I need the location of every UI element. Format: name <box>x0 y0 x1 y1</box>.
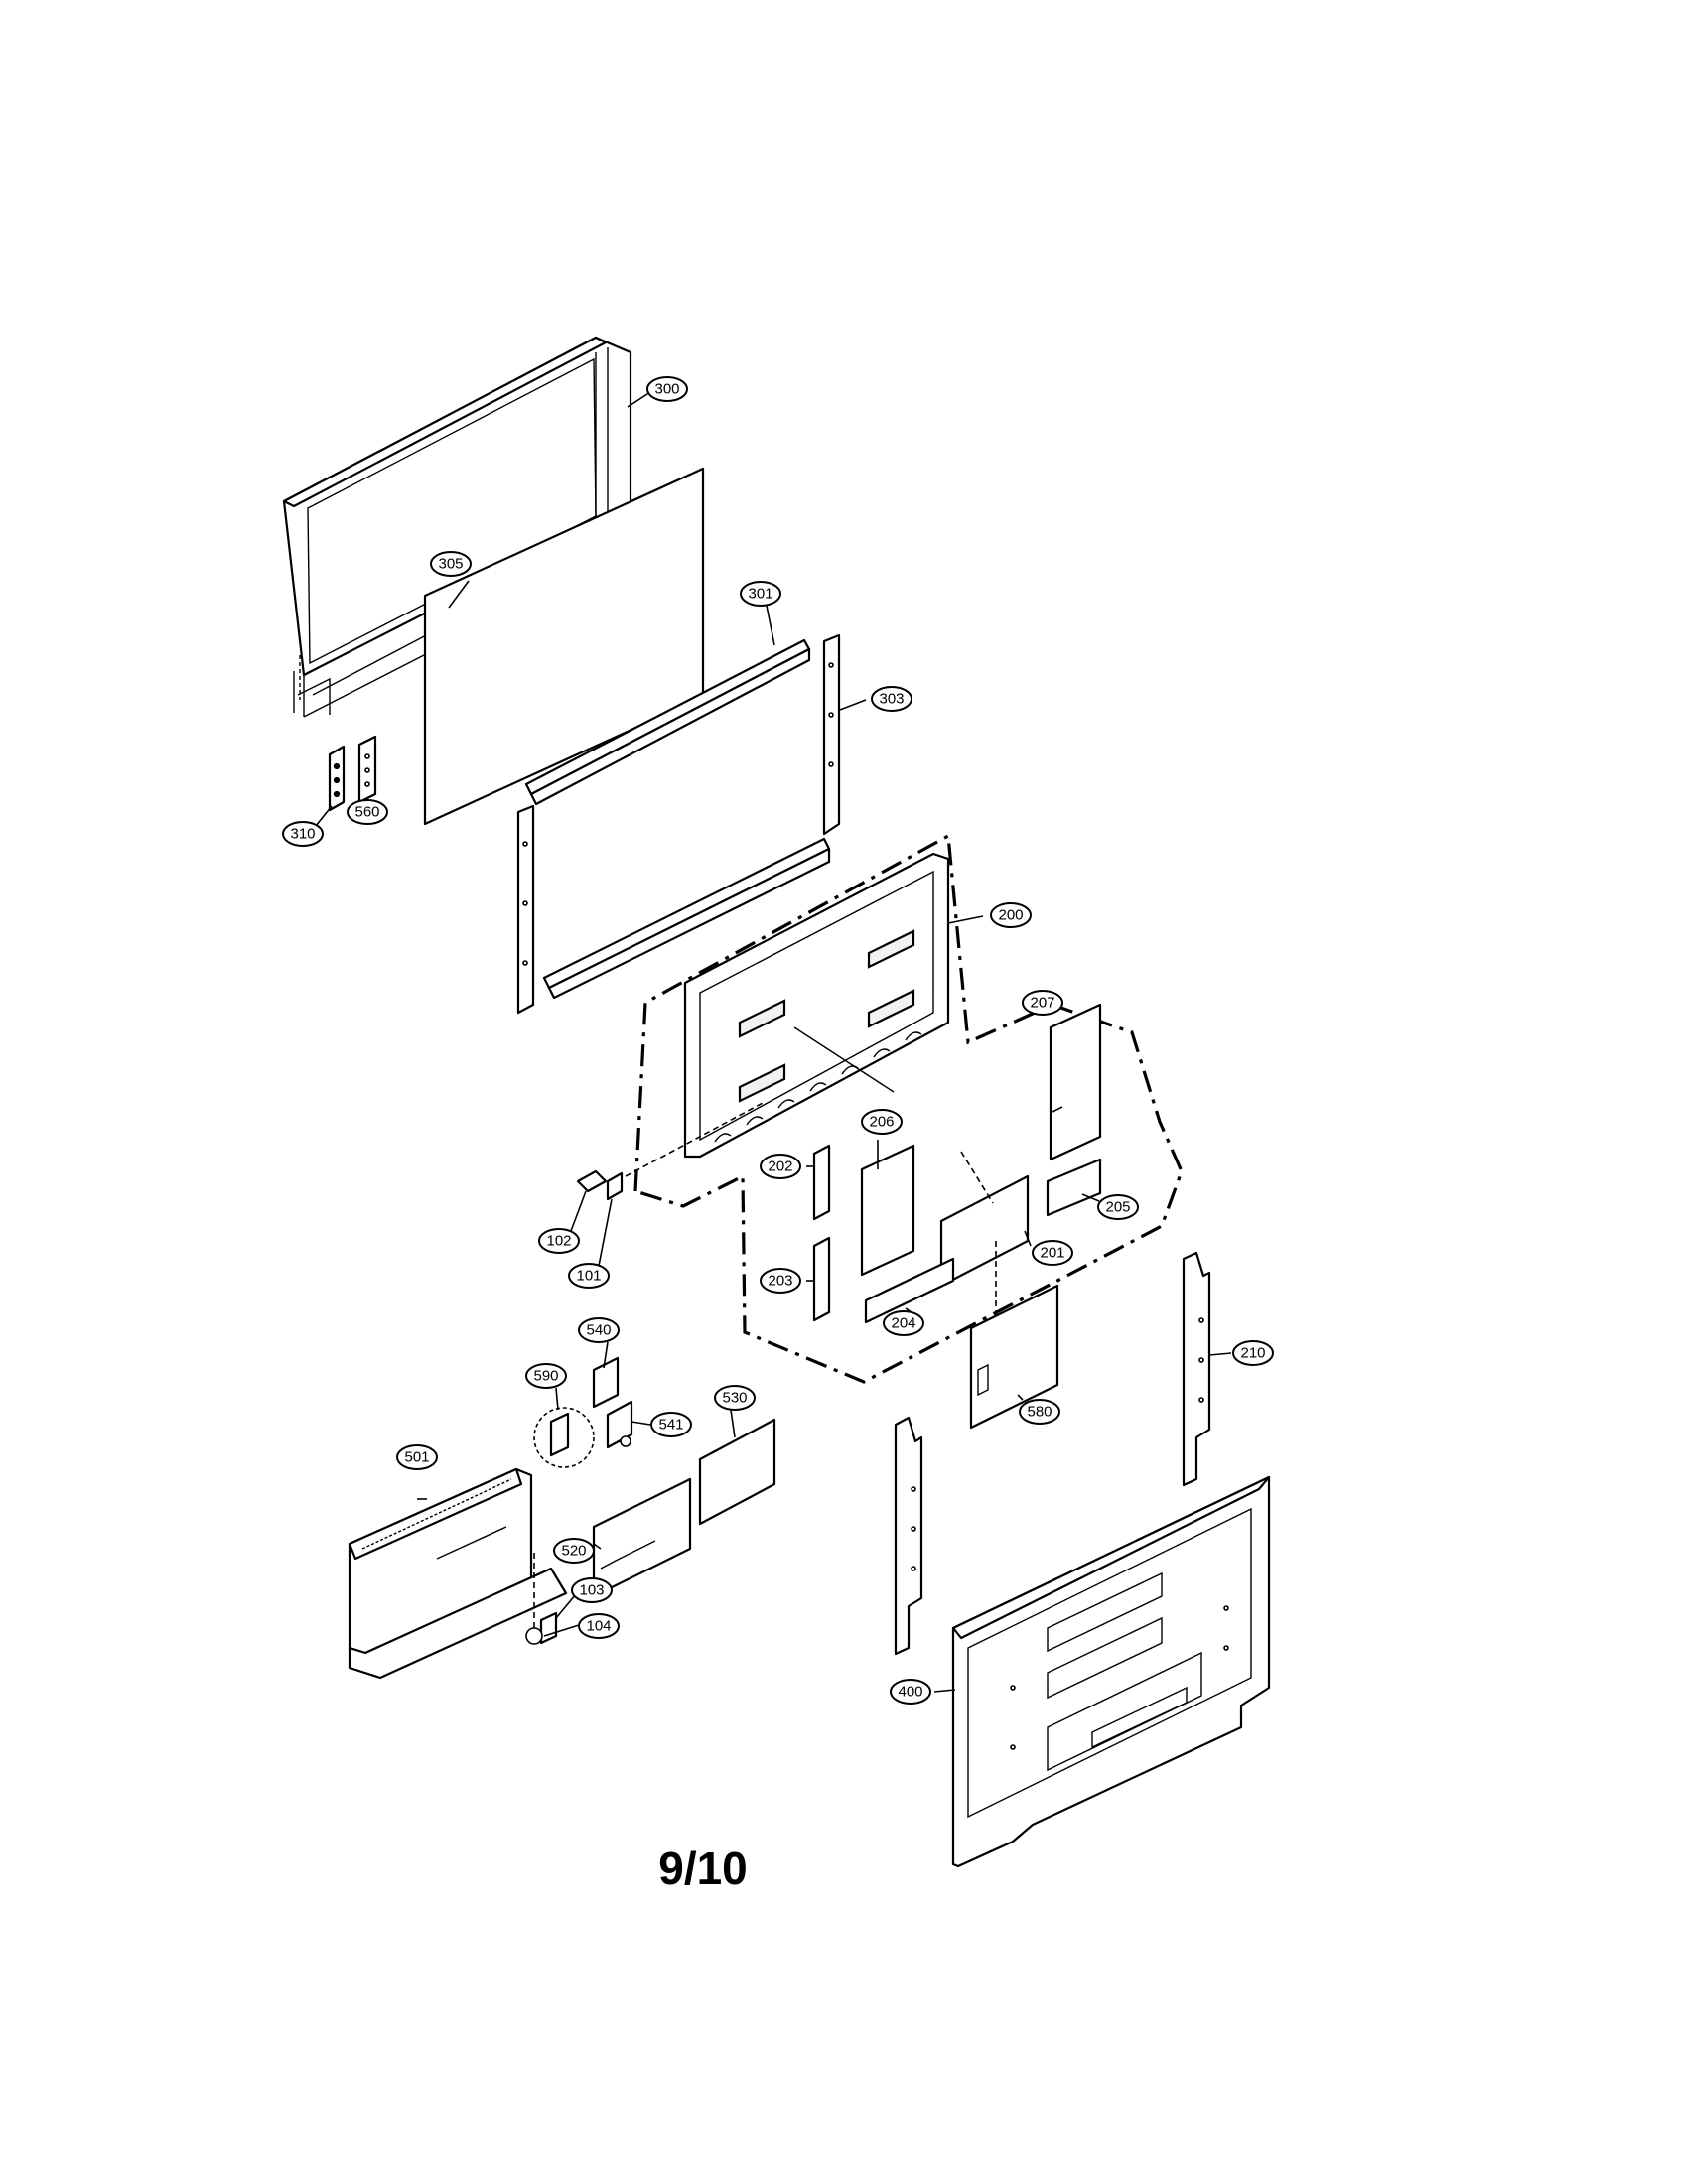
part-205-board <box>1046 1158 1102 1217</box>
part-stand-bracket-left <box>894 1416 923 1656</box>
callout-520: 520 <box>553 1538 595 1564</box>
svg-text:501: 501 <box>404 1449 429 1466</box>
callout-204: 204 <box>883 1310 924 1336</box>
part-103-part <box>539 1611 558 1645</box>
callout-203: 203 <box>760 1268 801 1294</box>
callout-206: 206 <box>861 1109 903 1135</box>
svg-text:103: 103 <box>579 1582 604 1599</box>
callout-210: 210 <box>1232 1340 1274 1366</box>
callout-202: 202 <box>760 1154 801 1179</box>
connector-line <box>960 1151 994 1204</box>
part-203-bracket <box>812 1236 831 1322</box>
page-number: 9/10 <box>658 1843 748 1894</box>
callout-104: 104 <box>578 1613 620 1639</box>
part-210-stand-bracket <box>1182 1251 1211 1487</box>
part-207-board <box>1049 1003 1102 1161</box>
callout-501: 501 <box>396 1444 438 1470</box>
svg-text:540: 540 <box>586 1322 611 1339</box>
svg-text:204: 204 <box>891 1315 915 1332</box>
part-310-bracket <box>328 745 346 812</box>
svg-text:541: 541 <box>658 1417 683 1433</box>
part-560-bracket <box>357 735 377 804</box>
callout-541: 541 <box>650 1412 692 1437</box>
part-300-front-frame <box>282 336 632 718</box>
part-400-back-cover <box>951 1475 1271 1868</box>
part-303-side-brackets <box>516 633 841 1015</box>
callout-103: 103 <box>571 1577 613 1603</box>
callout-101: 101 <box>568 1263 610 1289</box>
svg-text:207: 207 <box>1030 995 1054 1012</box>
part-101-clip <box>606 1101 766 1201</box>
svg-text:104: 104 <box>586 1618 611 1635</box>
callout-205: 205 <box>1097 1194 1139 1220</box>
callout-102: 102 <box>538 1228 580 1254</box>
callout-300: 300 <box>646 376 688 402</box>
part-301-rails <box>524 638 831 1000</box>
leader-lines <box>315 391 1232 1693</box>
svg-text:205: 205 <box>1105 1199 1130 1216</box>
part-501-bottom-cover <box>348 1467 568 1680</box>
svg-text:400: 400 <box>898 1684 922 1701</box>
part-590-detail <box>533 1407 595 1468</box>
svg-text:580: 580 <box>1027 1404 1052 1421</box>
callout-207: 207 <box>1022 990 1063 1016</box>
callout-200: 200 <box>990 902 1032 928</box>
part-540-module <box>592 1356 620 1409</box>
svg-text:202: 202 <box>768 1159 792 1175</box>
part-204-rail <box>864 1257 955 1324</box>
svg-text:101: 101 <box>576 1268 601 1285</box>
part-206-board <box>860 1144 915 1277</box>
svg-text:530: 530 <box>722 1390 747 1407</box>
part-202-bracket <box>812 1144 831 1221</box>
callout-400: 400 <box>890 1679 931 1705</box>
callout-580: 580 <box>1019 1399 1060 1425</box>
svg-text:560: 560 <box>354 804 379 821</box>
callout-301: 301 <box>740 581 781 607</box>
svg-text:303: 303 <box>879 691 904 708</box>
part-541-module <box>606 1400 633 1449</box>
dashed-assembly-boundary <box>633 833 1184 1384</box>
svg-text:203: 203 <box>768 1273 792 1290</box>
callout-303: 303 <box>871 686 912 712</box>
part-520-board <box>592 1477 692 1598</box>
svg-text:310: 310 <box>290 826 315 843</box>
callout-540: 540 <box>578 1317 620 1343</box>
part-102-clip <box>576 1169 608 1193</box>
svg-text:300: 300 <box>654 381 679 398</box>
callout-310: 310 <box>282 821 324 847</box>
callout-560: 560 <box>347 799 388 825</box>
callout-201: 201 <box>1032 1240 1073 1266</box>
callout-590: 590 <box>525 1363 567 1389</box>
svg-text:520: 520 <box>561 1543 586 1560</box>
svg-text:301: 301 <box>748 586 772 603</box>
svg-text:305: 305 <box>438 556 463 573</box>
part-580-board <box>969 1284 1059 1430</box>
svg-text:201: 201 <box>1040 1245 1064 1262</box>
callout-530: 530 <box>714 1385 756 1411</box>
callout-305: 305 <box>430 551 472 577</box>
svg-text:206: 206 <box>869 1114 894 1131</box>
svg-text:590: 590 <box>533 1368 558 1385</box>
part-530-board <box>698 1418 776 1526</box>
part-200-chassis-frame <box>683 852 950 1159</box>
svg-text:210: 210 <box>1240 1345 1265 1362</box>
svg-text:102: 102 <box>546 1233 571 1250</box>
svg-text:200: 200 <box>998 907 1023 924</box>
part-104-part <box>525 1549 543 1645</box>
